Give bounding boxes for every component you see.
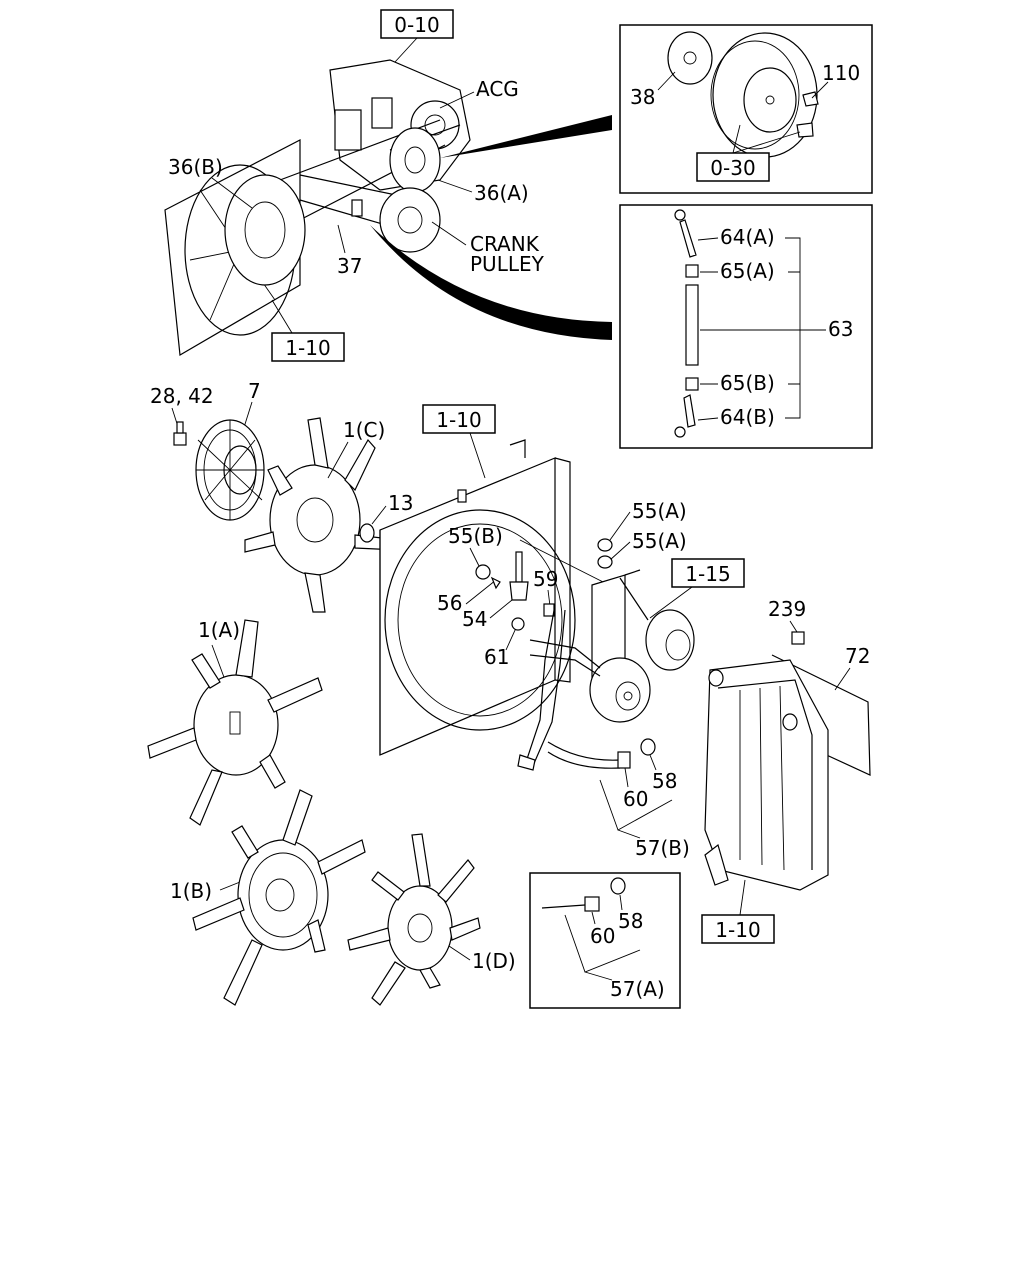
crank-pulley bbox=[379, 187, 441, 253]
fan-1c bbox=[244, 417, 401, 613]
fan-1b bbox=[192, 789, 366, 1006]
acg-pulley bbox=[389, 127, 441, 193]
label-1a: 1(A) bbox=[198, 618, 240, 642]
ref-box-1-10-bottom bbox=[701, 914, 775, 944]
label-55b: 55(B) bbox=[448, 524, 503, 548]
connector-57b bbox=[617, 738, 656, 769]
bolt-28-42 bbox=[173, 421, 187, 446]
connector-59 bbox=[543, 603, 555, 617]
label-54: 54 bbox=[462, 607, 487, 631]
label-60-2: 60 bbox=[590, 924, 615, 948]
callout-wedge-rod bbox=[370, 225, 612, 340]
bolt-239 bbox=[791, 631, 805, 645]
label-36a: 36(A) bbox=[474, 181, 529, 205]
fan-pulley bbox=[224, 174, 306, 286]
label-7: 7 bbox=[248, 379, 261, 403]
rod-bracket bbox=[785, 237, 812, 419]
ref-box-0-10 bbox=[380, 9, 454, 39]
label-13: 13 bbox=[388, 491, 413, 515]
label-57b: 57(B) bbox=[635, 836, 690, 860]
ref-box-1-15 bbox=[671, 558, 745, 588]
label-239: 239 bbox=[768, 597, 806, 621]
label-1c: 1(C) bbox=[343, 418, 385, 442]
ref-1-15: 1-15 bbox=[685, 562, 730, 586]
nut-13 bbox=[359, 523, 375, 543]
ref-box-1-10-top bbox=[271, 332, 345, 362]
label-56: 56 bbox=[437, 591, 462, 615]
label-55a-1: 55(A) bbox=[632, 499, 687, 523]
ref-0-30: 0-30 bbox=[710, 156, 755, 180]
fan-clutch bbox=[195, 419, 265, 521]
fan-1a bbox=[147, 619, 323, 826]
rod-assembly bbox=[674, 209, 699, 438]
label-38: 38 bbox=[630, 85, 655, 109]
label-64a: 64(A) bbox=[720, 225, 775, 249]
viscous-drive bbox=[589, 657, 651, 723]
label-59: 59 bbox=[533, 567, 558, 591]
label-57a: 57(A) bbox=[610, 977, 665, 1001]
label-61: 61 bbox=[484, 645, 509, 669]
nuts-55a bbox=[597, 538, 613, 569]
fan-1d bbox=[347, 833, 481, 1006]
bracket-54 bbox=[509, 551, 529, 601]
callout-wedge-pulley bbox=[440, 115, 612, 158]
ref-1-10-top: 1-10 bbox=[285, 336, 330, 360]
label-110: 110 bbox=[822, 61, 860, 85]
nut-55b bbox=[475, 564, 491, 580]
label-64b: 64(B) bbox=[720, 405, 775, 429]
label-36b: 36(B) bbox=[168, 155, 223, 179]
idler-bolt bbox=[351, 199, 363, 217]
washer-56 bbox=[490, 576, 501, 590]
ref-box-0-30 bbox=[696, 152, 770, 182]
connector-57a bbox=[541, 877, 626, 912]
inset-rod bbox=[619, 204, 873, 449]
label-63: 63 bbox=[828, 317, 853, 341]
label-acg: ACG bbox=[476, 77, 519, 101]
inset-connector-57a bbox=[529, 872, 681, 1009]
label-58-2: 58 bbox=[618, 909, 643, 933]
label-65b: 65(B) bbox=[720, 371, 775, 395]
bolt-61 bbox=[511, 617, 525, 631]
bracket-72 bbox=[771, 654, 871, 776]
label-37: 37 bbox=[337, 254, 362, 278]
label-55a-2: 55(A) bbox=[632, 529, 687, 553]
label-65a: 65(A) bbox=[720, 259, 775, 283]
label-58-1: 58 bbox=[652, 769, 677, 793]
label-1b: 1(B) bbox=[170, 879, 212, 903]
label-60-1: 60 bbox=[623, 787, 648, 811]
ref-1-10-mid: 1-10 bbox=[436, 408, 481, 432]
label-28-42: 28, 42 bbox=[150, 384, 214, 408]
ref-1-10-bottom: 1-10 bbox=[715, 918, 760, 942]
label-72: 72 bbox=[845, 644, 870, 668]
label-crank: CRANK bbox=[470, 232, 540, 256]
radiator bbox=[704, 659, 829, 891]
label-1d: 1(D) bbox=[472, 949, 516, 973]
ref-box-1-10-mid bbox=[422, 404, 496, 434]
ref-0-10: 0-10 bbox=[394, 13, 439, 37]
label-pulley: PULLEY bbox=[470, 252, 545, 276]
harness bbox=[517, 604, 621, 771]
electromagnetic-clutch bbox=[645, 609, 695, 671]
double-pulley bbox=[710, 32, 818, 158]
fan-shroud bbox=[379, 439, 576, 756]
pulley-plate bbox=[667, 31, 713, 85]
